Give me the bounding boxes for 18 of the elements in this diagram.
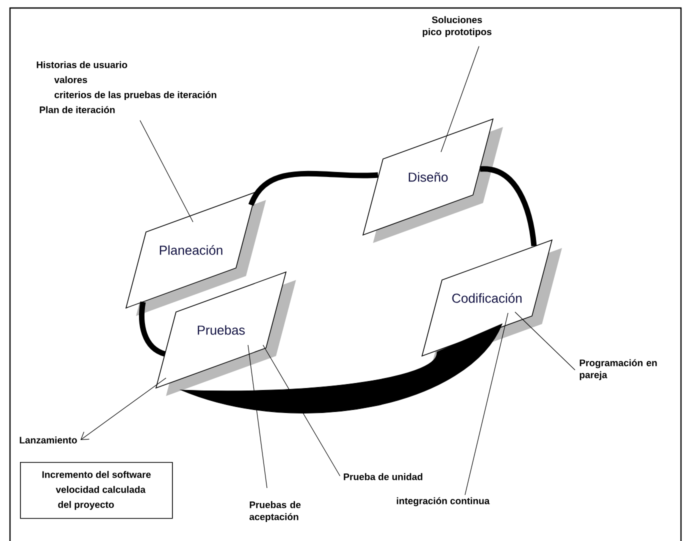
cycle-band xyxy=(248,170,378,206)
callout-text: Prueba de unidad xyxy=(344,473,422,480)
callout-text: Soluciones pico prototipos xyxy=(422,16,492,38)
callout-text: Pruebas de aceptación xyxy=(249,501,301,522)
arrow xyxy=(80,378,166,440)
leader-line xyxy=(262,344,340,476)
callout-text: integración continua xyxy=(396,497,490,506)
leader-line xyxy=(440,46,480,152)
cycle-band xyxy=(480,166,537,246)
cycle-band xyxy=(180,324,502,414)
leader-line xyxy=(464,312,508,496)
callout-text: Programación en pareja xyxy=(580,359,657,380)
callout-text: Lanzamiento xyxy=(20,436,77,444)
leader-line xyxy=(140,120,194,222)
leader-line xyxy=(248,344,268,488)
callout-text: Historias de usuario valores criterios de las pruebas de iteración Plan de iteración xyxy=(36,61,216,114)
leader-line xyxy=(514,312,576,370)
note-box: Incremento del software velocidad calculada del proyecto xyxy=(20,462,173,519)
